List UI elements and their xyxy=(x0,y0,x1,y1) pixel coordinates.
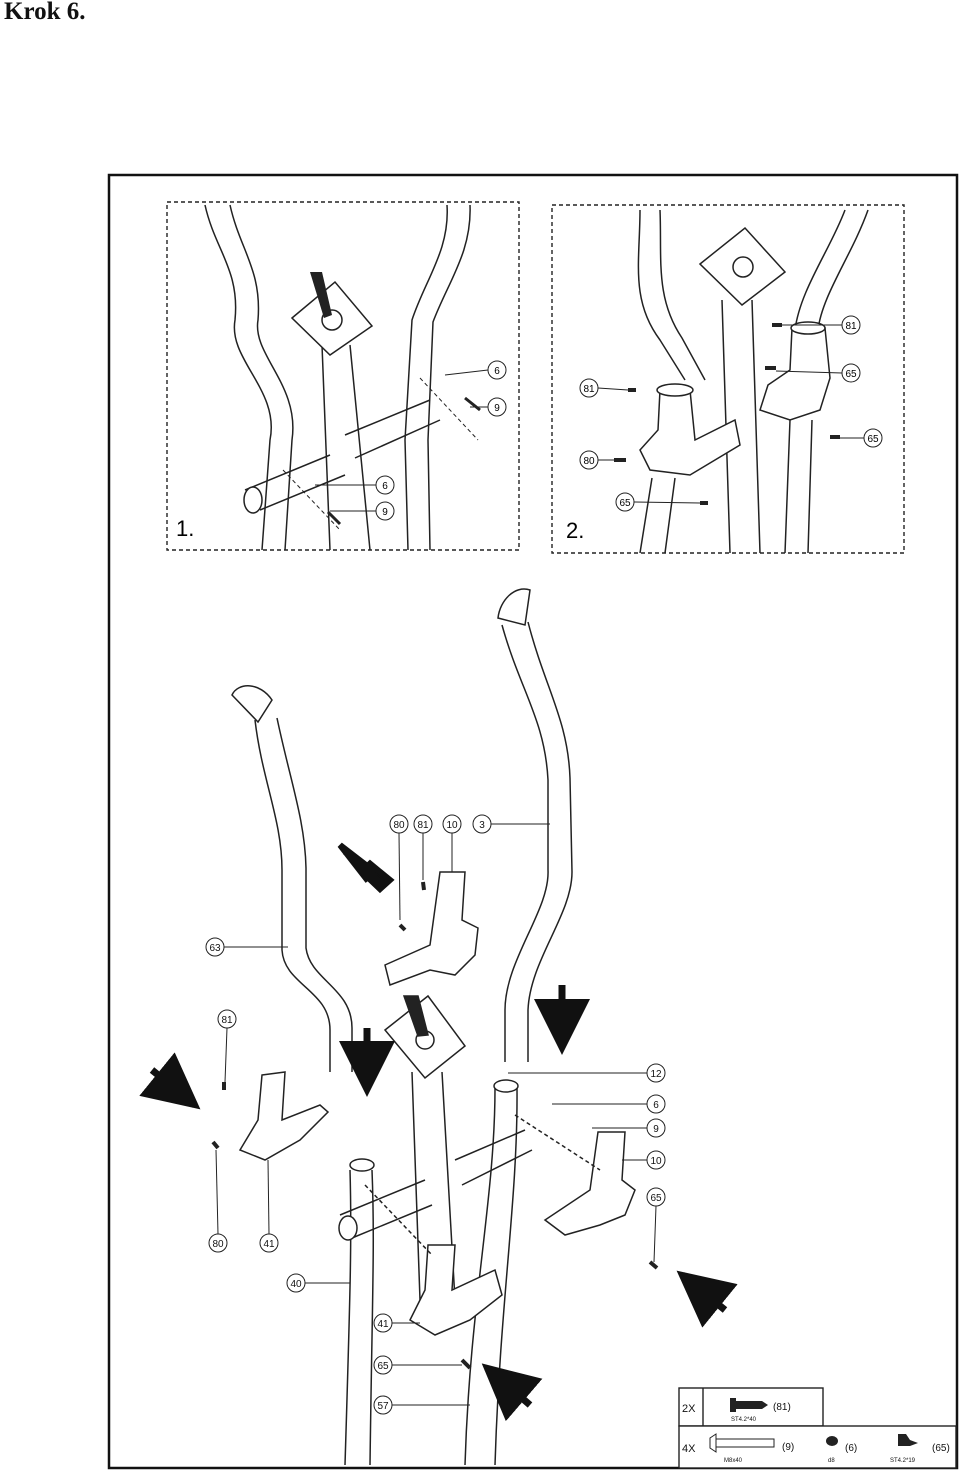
screw-81-icon xyxy=(730,1398,768,1412)
washer-6-icon xyxy=(826,1436,838,1446)
callout-10-right: 10 xyxy=(650,1156,662,1167)
callout-panel2-81a: 81 xyxy=(845,321,857,332)
hw-ref-6: (6) xyxy=(845,1443,857,1454)
panel-2-callouts: 81 65 65 81 80 65 xyxy=(579,315,883,512)
callout-40: 40 xyxy=(290,1279,302,1290)
callout-9-right: 9 xyxy=(653,1124,659,1135)
callout-6-right: 6 xyxy=(653,1100,659,1111)
hw-qty-4x: 4X xyxy=(682,1443,696,1455)
screw-65-icon xyxy=(898,1434,918,1446)
main-exploded-view xyxy=(211,588,659,1466)
callout-65-right: 65 xyxy=(650,1193,662,1204)
callout-12: 12 xyxy=(650,1069,662,1080)
hw-ref-9: (9) xyxy=(782,1442,794,1453)
callout-panel1-9a: 9 xyxy=(494,403,500,414)
callout-57: 57 xyxy=(377,1401,389,1412)
bolt-9-icon xyxy=(709,1433,775,1453)
step-title: Krok 6. xyxy=(4,0,86,25)
callout-panel2-81b: 81 xyxy=(583,384,595,395)
callout-3: 3 xyxy=(479,820,485,831)
callout-panel1-9b: 9 xyxy=(382,507,388,518)
callout-81-left: 81 xyxy=(221,1015,233,1026)
assembly-arrows xyxy=(139,842,738,1422)
detail-panel-1 xyxy=(166,201,520,551)
hw-spec-81: ST4.2*40 xyxy=(731,1417,757,1423)
hw-ref-65: (65) xyxy=(932,1443,950,1454)
callout-80-left: 80 xyxy=(212,1239,224,1250)
hw-spec-9: M8x40 xyxy=(724,1458,743,1464)
callout-panel1-6a: 6 xyxy=(494,366,500,377)
panel-1-callouts: 6 9 6 9 xyxy=(315,360,507,521)
hw-spec-65: ST4.2*19 xyxy=(890,1458,916,1464)
callout-panel2-65a: 65 xyxy=(845,369,857,380)
hw-spec-6: d8 xyxy=(828,1458,835,1464)
diagram-frame xyxy=(107,173,959,1470)
callout-41-lower: 41 xyxy=(377,1319,389,1330)
hw-qty-2x: 2X xyxy=(682,1403,696,1415)
detail-panel-2 xyxy=(551,204,905,554)
panel-1-label: 1. xyxy=(176,516,194,541)
hardware-table: 2X 4X (81) ST4.2*40 (9) M8x40 (6) d8 (65… xyxy=(678,1387,957,1469)
callout-63: 63 xyxy=(209,943,221,954)
callout-65-lower: 65 xyxy=(377,1361,389,1372)
callout-41-left: 41 xyxy=(263,1239,275,1250)
callout-panel2-80: 80 xyxy=(583,456,595,467)
callout-panel2-65b: 65 xyxy=(867,434,879,445)
panel-2-label: 2. xyxy=(566,518,584,543)
callout-81-top: 81 xyxy=(417,820,429,831)
hw-ref-81: (81) xyxy=(773,1402,791,1413)
callout-panel1-6b: 6 xyxy=(382,481,388,492)
main-callouts xyxy=(205,814,666,1415)
callout-panel2-65c: 65 xyxy=(619,498,631,509)
callout-10-top: 10 xyxy=(446,820,458,831)
callout-80-top: 80 xyxy=(393,820,405,831)
